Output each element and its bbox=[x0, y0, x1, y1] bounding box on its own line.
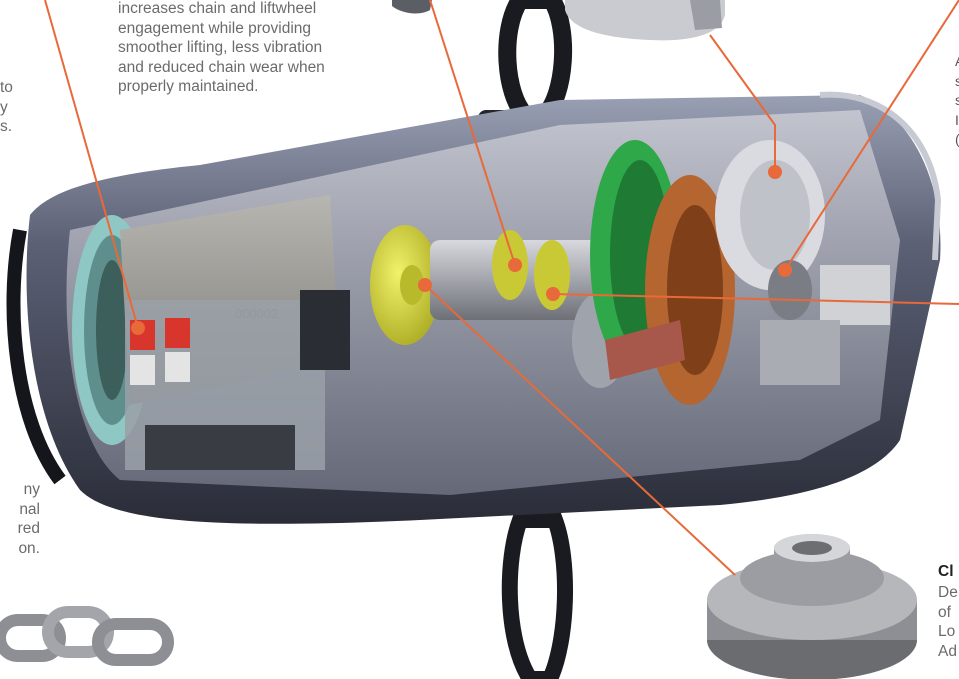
leader-dot-liftwheel bbox=[508, 258, 522, 272]
left-partial-line: s. bbox=[0, 118, 13, 135]
control-board bbox=[125, 290, 350, 470]
leader-dot-chain-guide bbox=[546, 287, 560, 301]
housing-rim bbox=[819, 91, 942, 261]
left-partial-line: on. bbox=[18, 539, 40, 557]
leader-line-control bbox=[44, 0, 139, 329]
right-partial-caption: De of Lo Ad bbox=[938, 583, 958, 661]
intro-caption: increases chain and liftwheel engagement… bbox=[118, 0, 383, 97]
motor-inset-image bbox=[565, 0, 725, 41]
clutch-heading-partial: Cl bbox=[938, 563, 954, 580]
left-partial-line: nal bbox=[19, 500, 40, 518]
leader-dot-control bbox=[131, 321, 145, 335]
far-right-line: s bbox=[955, 72, 959, 89]
leader-line-motor bbox=[709, 34, 776, 172]
leader-dot-gear bbox=[778, 263, 792, 277]
gear-top-partial bbox=[392, 0, 432, 14]
right-partial-line: Lo bbox=[938, 623, 956, 640]
left-partial-line: ny bbox=[23, 481, 40, 498]
leader-line-clutch bbox=[424, 284, 736, 576]
right-partial-line: De bbox=[938, 584, 958, 601]
left-partial-line: to bbox=[0, 79, 13, 96]
far-right-partial-caption: A s s I ( bbox=[955, 52, 959, 150]
leader-dot-motor bbox=[768, 165, 782, 179]
left-partial-line: y bbox=[0, 98, 8, 116]
chain-inset-image bbox=[0, 606, 174, 666]
right-partial-line: of bbox=[938, 603, 951, 621]
leader-line-gear bbox=[784, 0, 959, 271]
far-right-line: ( bbox=[955, 130, 959, 150]
right-partial-line: Ad bbox=[938, 642, 957, 660]
far-right-line: s bbox=[955, 92, 959, 108]
far-right-line: A bbox=[955, 52, 959, 72]
clutch-inset-image bbox=[707, 534, 917, 679]
leader-line-liftwheel bbox=[429, 0, 516, 266]
leader-lines bbox=[44, 0, 959, 576]
brake-disc bbox=[370, 225, 440, 345]
far-right-line: I bbox=[955, 111, 959, 128]
left-partial-line: red bbox=[17, 520, 40, 537]
intro-line: smoother lifting, less vibration bbox=[118, 39, 323, 56]
intro-line: engagement while providing bbox=[118, 19, 312, 37]
gear-copper bbox=[605, 175, 735, 405]
intro-line: and reduced chain wear when bbox=[118, 58, 325, 76]
intro-line: properly maintained. bbox=[118, 78, 259, 95]
left-partial-caption-bottom: ny nal red on. bbox=[0, 480, 40, 558]
leader-line-chain-guide bbox=[552, 293, 959, 305]
intro-line: increases chain and liftwheel bbox=[118, 0, 317, 17]
left-partial-caption-top: to y s. bbox=[0, 78, 22, 137]
leader-dot-clutch bbox=[418, 278, 432, 292]
bottom-hook bbox=[501, 512, 574, 679]
right-brake-housing bbox=[715, 140, 890, 385]
